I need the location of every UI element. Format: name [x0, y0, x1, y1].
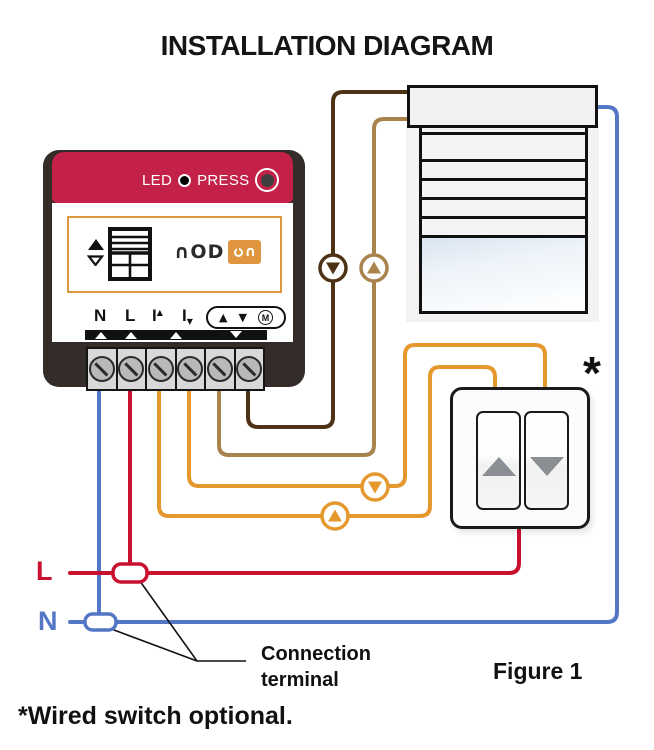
- callout-line: [105, 626, 198, 662]
- terminal-label-i-down: I▼: [182, 306, 193, 326]
- up-arrow-icon: [328, 509, 342, 522]
- logo-on-box: ∩: [228, 240, 262, 264]
- nodon-module: LED PRESS ∩O: [43, 150, 305, 391]
- wire-motor-up: [217, 117, 410, 457]
- shutter-slat: [422, 181, 585, 200]
- up-arrow-icon: [95, 332, 107, 339]
- up-arrow-icon: ▲: [156, 308, 163, 317]
- down-arrow-icon: [326, 262, 340, 275]
- terminal-cell-motor-down: [236, 349, 264, 389]
- shutter-slat: [422, 219, 585, 238]
- switch-up-rocker: [476, 411, 521, 510]
- down-arrow-icon: ▼: [238, 311, 247, 324]
- switch-up-badge: [320, 501, 350, 531]
- motor-up-badge: [359, 253, 389, 283]
- terminal-cell-i-down: [177, 349, 206, 389]
- wire-live-line: [68, 527, 521, 575]
- shutter-slat: [422, 135, 585, 162]
- screw-icon: [177, 356, 204, 382]
- down-arrow-icon: [368, 481, 382, 494]
- down-arrow-outline-icon: [87, 255, 104, 266]
- up-arrow-icon: [367, 261, 381, 274]
- up-arrow-icon: [125, 332, 137, 339]
- motor-terminal-group: ▲ ▼ M: [206, 306, 286, 329]
- terminal-label-i-up: I▲: [152, 306, 163, 325]
- window-pane: [422, 238, 585, 311]
- wired-switch: [450, 387, 590, 529]
- nodon-logo: ∩OD ∩: [174, 240, 262, 264]
- live-line-label: L: [36, 556, 53, 586]
- down-arrow-icon: [529, 457, 564, 476]
- press-label: PRESS: [197, 171, 250, 189]
- terminal-cell-i-up: [147, 349, 177, 389]
- neutral-line-label: N: [38, 606, 58, 636]
- figure-label: Figure 1: [493, 658, 583, 684]
- roller-shutter: [419, 123, 588, 314]
- page-title: INSTALLATION DIAGRAM: [160, 30, 494, 61]
- up-arrow-icon: [87, 239, 104, 250]
- shutter-motor-housing: [407, 85, 598, 128]
- led-label: LED: [142, 171, 173, 189]
- screw-icon: [206, 356, 233, 382]
- terminal-cell-l: [118, 349, 147, 389]
- callout-line: [136, 576, 246, 662]
- footnote: *Wired switch optional.: [18, 702, 293, 730]
- shutter-slat: [422, 126, 585, 135]
- terminal-cell-n: [88, 349, 118, 389]
- wire-switch-down: [187, 343, 547, 488]
- screw-icon: [88, 356, 115, 382]
- module-pictogram-box: ∩OD ∩: [67, 216, 282, 293]
- terminal-cell-motor-up: [206, 349, 236, 389]
- power-icon: [233, 245, 243, 257]
- switch-down-badge: [360, 472, 390, 502]
- connection-terminal-callout: Connection terminal: [261, 643, 371, 691]
- terminal-block: [86, 347, 265, 391]
- press-button: [255, 168, 280, 192]
- led-indicator-icon: [178, 173, 192, 187]
- wire-motor-down: [246, 90, 410, 429]
- screw-icon: [118, 356, 145, 382]
- terminal-entry-strip: [85, 330, 267, 340]
- logo-nod-text: ∩OD: [174, 241, 225, 263]
- screw-icon: [147, 356, 174, 382]
- motor-m-icon: M: [257, 310, 273, 325]
- live-connection-terminal: [111, 562, 149, 584]
- module-header: LED PRESS: [52, 152, 293, 203]
- up-arrow-icon: [481, 457, 516, 476]
- terminal-label-n: N: [94, 306, 107, 325]
- logo-on-text: ∩: [244, 244, 257, 260]
- down-arrow-icon: [230, 331, 242, 338]
- switch-down-rocker: [524, 411, 569, 510]
- down-arrow-icon: ▼: [186, 317, 193, 326]
- up-arrow-icon: ▲: [219, 311, 228, 324]
- neutral-connection-terminal: [83, 612, 118, 632]
- shutter-slat: [422, 162, 585, 181]
- terminal-label-l: L: [125, 306, 136, 325]
- up-arrow-icon: [170, 332, 182, 339]
- shutter-window-icon: [108, 227, 152, 281]
- optional-asterisk: *: [583, 347, 601, 399]
- updown-arrows-icon: [87, 239, 104, 266]
- wire-switch-up: [157, 365, 497, 518]
- screw-icon: [236, 356, 263, 382]
- motor-down-badge: [318, 253, 348, 283]
- wire-neutral-line: [68, 105, 619, 624]
- shutter-slat: [422, 200, 585, 219]
